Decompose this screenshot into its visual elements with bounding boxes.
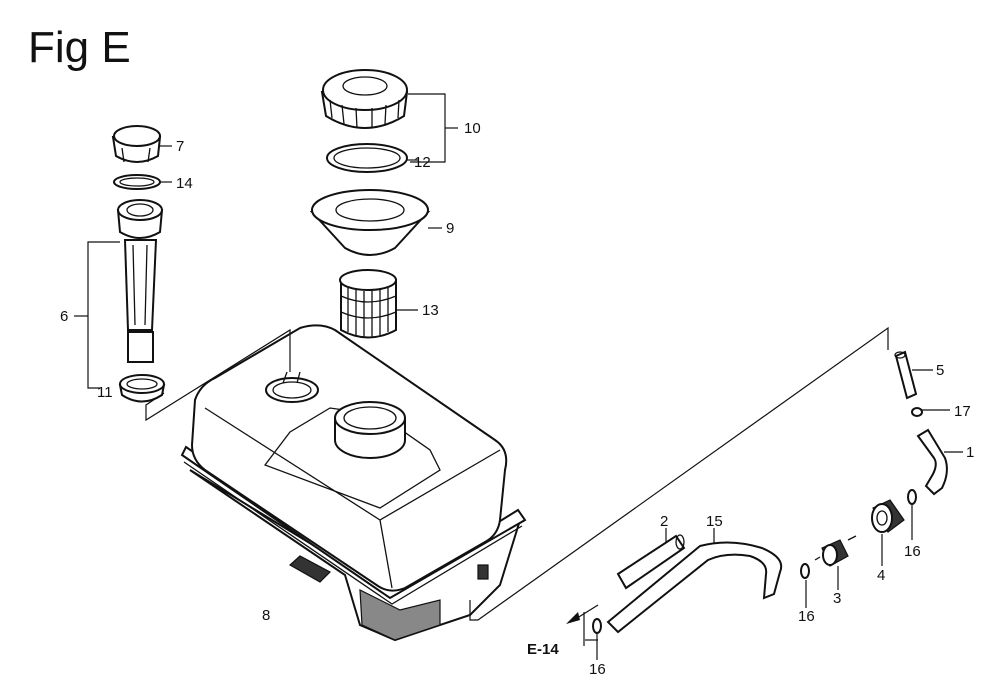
callout-15: 15 <box>706 513 723 530</box>
short-tube-part <box>616 534 686 590</box>
fuel-gauge-part <box>116 199 164 363</box>
filler-ring-part <box>309 189 431 256</box>
o-ring-part <box>113 174 161 190</box>
gauge-gasket-part <box>118 374 166 403</box>
callout-6: 6 <box>60 308 68 325</box>
tube-clip-part <box>592 489 917 634</box>
callout-16-middle: 16 <box>798 608 815 625</box>
strainer-cup-part <box>871 499 905 533</box>
callout-8: 8 <box>262 607 270 624</box>
gauge-cap-part <box>111 125 162 163</box>
fuel-cap-part <box>320 69 409 129</box>
callout-7: 7 <box>176 138 184 155</box>
fuel-joint-part <box>894 350 918 400</box>
leader-lines <box>74 93 963 660</box>
callout-5: 5 <box>936 362 944 379</box>
callout-12: 12 <box>414 154 431 171</box>
callout-13: 13 <box>422 302 439 319</box>
reference-label: E-14 <box>527 641 559 658</box>
clip-part <box>911 407 923 417</box>
callout-16-bottom: 16 <box>589 661 606 678</box>
fuel-strainer-part <box>339 269 397 339</box>
long-tube-part <box>606 541 783 634</box>
callout-14: 14 <box>176 175 193 192</box>
callout-3: 3 <box>833 590 841 607</box>
figure-title: Fig E <box>28 23 131 72</box>
callout-9: 9 <box>446 220 454 237</box>
fuel-tube-part <box>916 428 948 496</box>
fuel-valve-part <box>814 535 857 567</box>
fuel-tank-part <box>180 324 527 642</box>
callout-16-right: 16 <box>904 543 921 560</box>
callout-11: 11 <box>97 384 113 401</box>
gasket-part <box>326 143 408 173</box>
callout-4: 4 <box>877 567 885 584</box>
callout-17: 17 <box>954 403 971 420</box>
callout-1: 1 <box>966 444 974 461</box>
callout-10: 10 <box>464 120 481 137</box>
callout-2: 2 <box>660 513 668 530</box>
